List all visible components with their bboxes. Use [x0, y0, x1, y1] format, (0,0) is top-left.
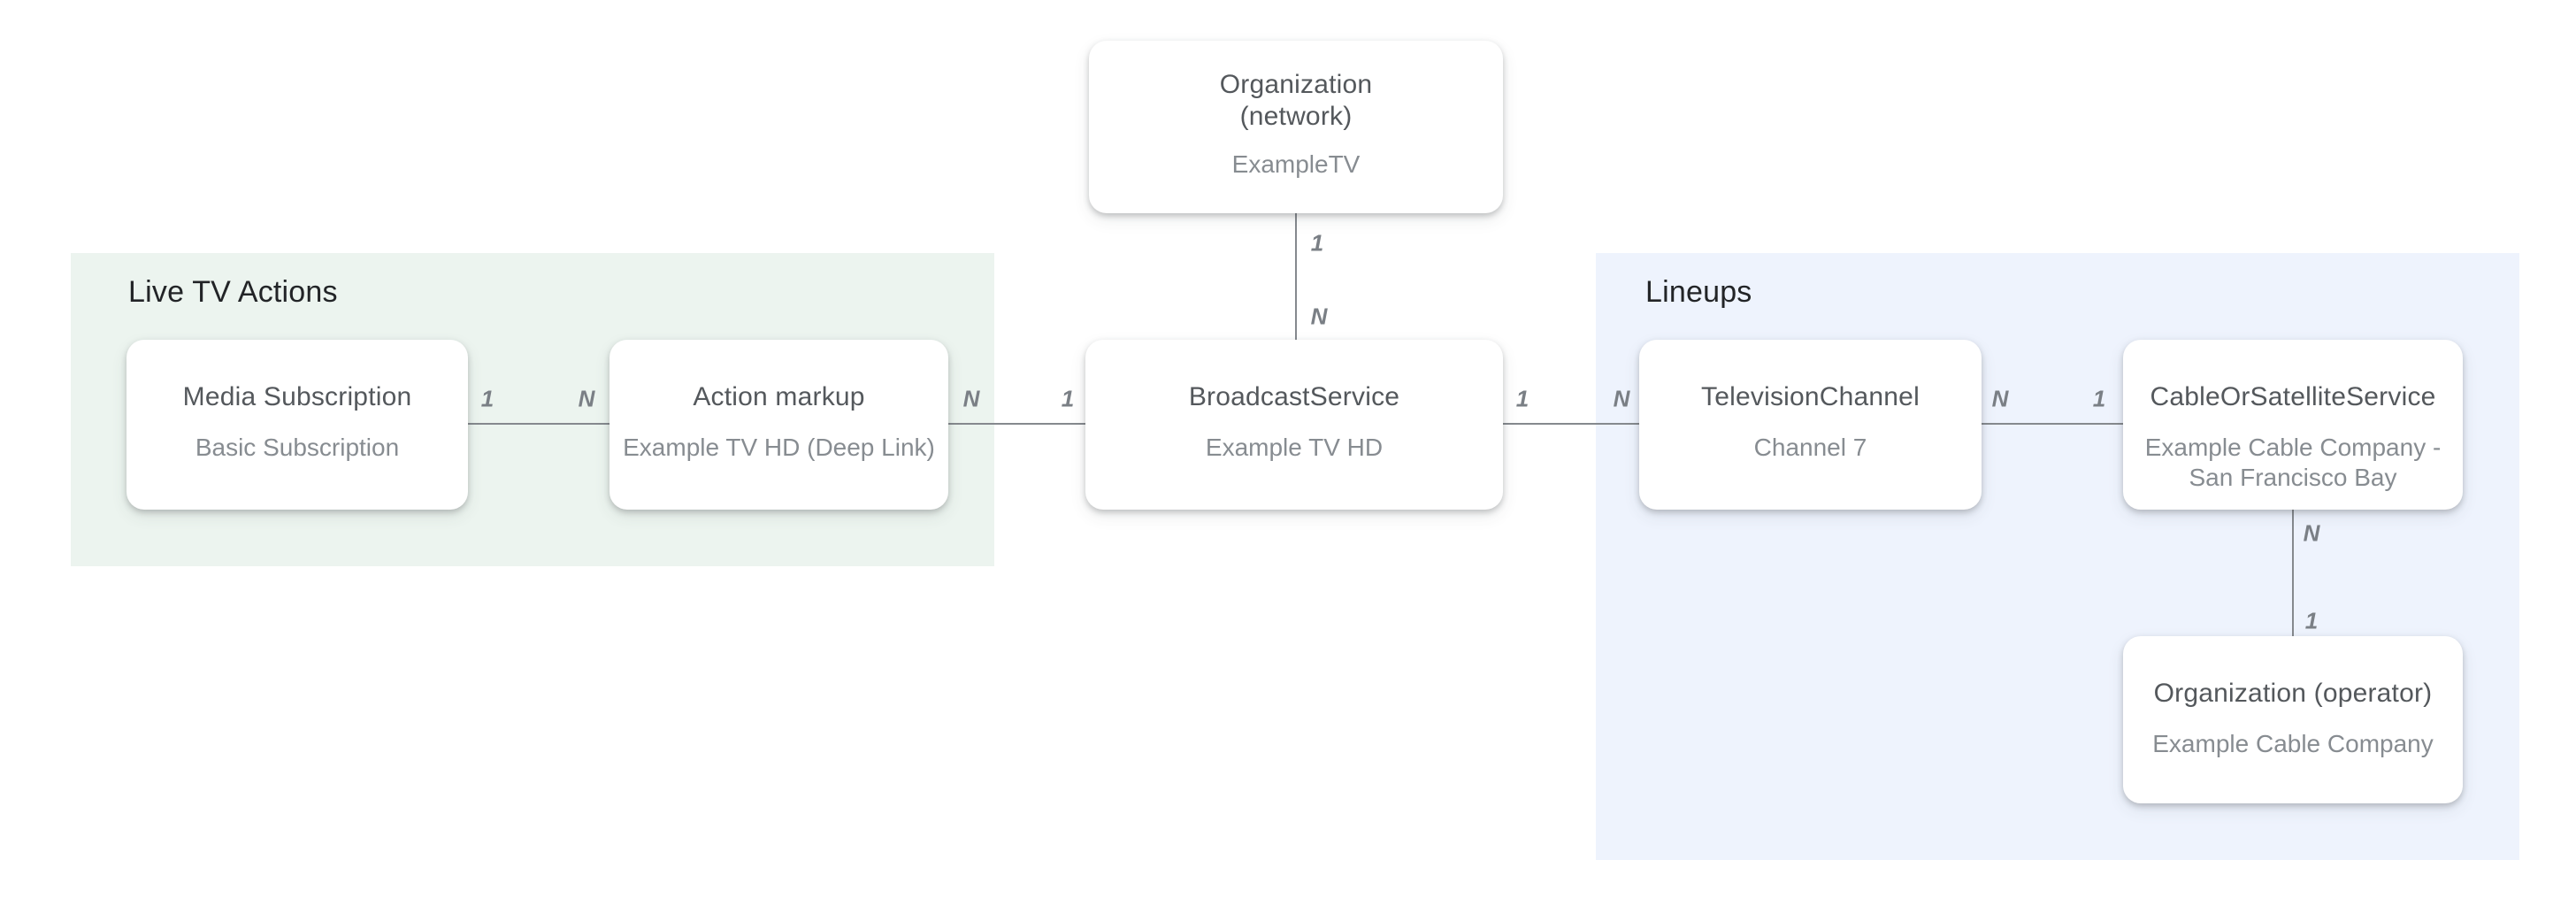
- entity-cable-or-satellite-service: CableOrSatelliteService Example Cable Co…: [2123, 340, 2463, 510]
- entity-subtitle: Example Cable Company: [2152, 730, 2434, 757]
- cardinality-label: N: [1991, 385, 2009, 412]
- connector-line: [1503, 423, 1639, 425]
- entity-title: Action markup: [693, 382, 865, 411]
- connector-line: [1982, 423, 2123, 425]
- cardinality-label: N: [1613, 385, 1630, 412]
- entity-media-subscription: Media Subscription Basic Subscription: [126, 340, 468, 510]
- group-label-live-tv-actions: Live TV Actions: [128, 275, 338, 309]
- cardinality-label: N: [2303, 519, 2320, 547]
- cardinality-label: 1: [1310, 229, 1324, 257]
- entity-subtitle: Example TV HD: [1205, 434, 1384, 461]
- cardinality-label: 1: [1061, 385, 1075, 412]
- connector-line: [948, 423, 1085, 425]
- cardinality-label: 1: [1515, 385, 1530, 412]
- entity-title: TelevisionChannel: [1701, 382, 1920, 411]
- entity-broadcast-service: BroadcastService Example TV HD: [1085, 340, 1503, 510]
- entity-subtitle: Basic Subscription: [195, 434, 400, 461]
- connector-line: [468, 423, 610, 425]
- cardinality-label: N: [578, 385, 595, 412]
- entity-subtitle: ExampleTV: [1231, 150, 1361, 178]
- entity-title: Organization (operator): [2153, 679, 2433, 708]
- cardinality-label: 1: [2304, 607, 2319, 634]
- entity-title: BroadcastService: [1188, 382, 1400, 411]
- entity-action-markup: Action markup Example TV HD (Deep Link): [610, 340, 948, 510]
- entity-organization-network: Organization (network) ExampleTV: [1089, 41, 1503, 213]
- cardinality-label: N: [962, 385, 980, 412]
- entity-subtitle: Example TV HD (Deep Link): [623, 434, 935, 461]
- connector-line: [1295, 213, 1297, 340]
- entity-organization-operator: Organization (operator) Example Cable Co…: [2123, 636, 2463, 803]
- entity-title: Organization (network): [1219, 70, 1373, 131]
- connector-line: [2292, 510, 2294, 636]
- entity-television-channel: TelevisionChannel Channel 7: [1639, 340, 1982, 510]
- entity-title: CableOrSatelliteService: [2150, 382, 2436, 411]
- entity-subtitle: Channel 7: [1753, 434, 1867, 461]
- entity-title: Media Subscription: [182, 382, 412, 411]
- cardinality-label: 1: [2092, 385, 2106, 412]
- entity-subtitle: Example Cable Company - San Francisco Ba…: [2144, 434, 2442, 491]
- group-label-lineups: Lineups: [1645, 275, 1752, 309]
- cardinality-label: 1: [480, 385, 494, 412]
- cardinality-label: N: [1310, 303, 1328, 330]
